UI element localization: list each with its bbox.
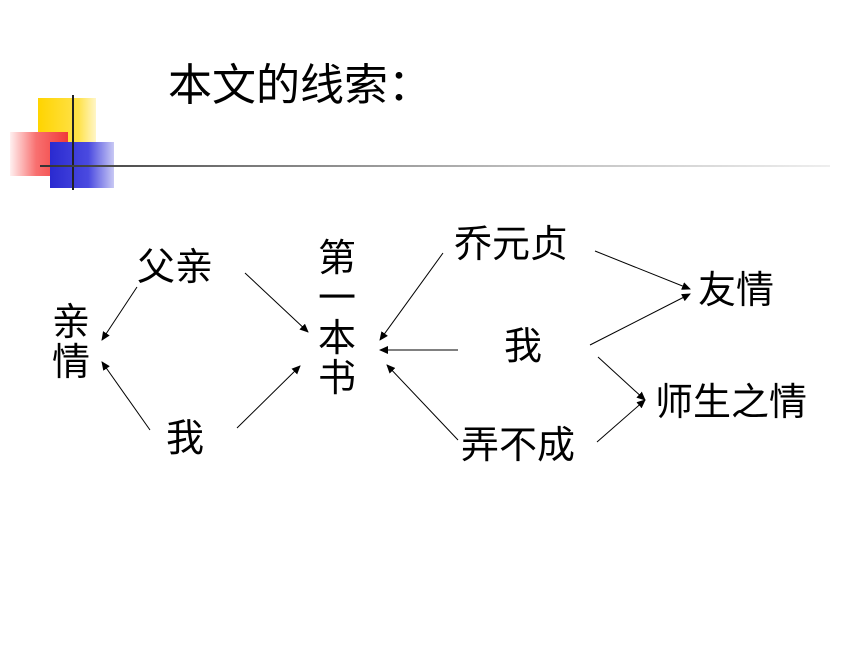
node-qinqing-char: 亲 <box>51 300 90 344</box>
node-diyibenshu: 第一本书 <box>315 238 359 398</box>
arrow-fuqin-to-qinqing <box>101 286 138 341</box>
arrow-nongbucheng-to-book <box>386 364 459 441</box>
node-fuqin: 父亲 <box>137 245 214 289</box>
node-qiaoyuanzhen: 乔元贞 <box>454 222 569 266</box>
node-wo-mid: 我 <box>504 324 543 368</box>
node-wo-left: 我 <box>166 416 205 460</box>
node-diyibenshu-char: 一 <box>317 276 356 320</box>
page-title: 本文的线索： <box>168 60 432 111</box>
node-diyibenshu-char: 书 <box>317 356 356 400</box>
arrow-womid-to-shisheng <box>597 356 646 401</box>
arrow-fuqin-to-book <box>244 272 309 333</box>
node-youqing: 友情 <box>698 268 775 312</box>
node-diyibenshu-char: 本 <box>317 316 356 360</box>
arrow-wo-to-book <box>236 365 301 429</box>
arrow-womid-to-youqing <box>589 293 691 346</box>
node-qinqing: 亲情 <box>49 302 93 382</box>
arrow-nongbucheng-to-shisheng <box>596 399 646 443</box>
decor-horizontal-rule <box>40 165 830 167</box>
node-diyibenshu-char: 第 <box>317 236 356 280</box>
node-nongbucheng: 弄不成 <box>461 423 576 467</box>
arrow-qiaoyuanzhen-to-youqing <box>594 250 691 290</box>
decor-vertical-line <box>72 95 74 190</box>
arrow-wo-to-qinqing <box>101 361 151 431</box>
arrow-qiaoyuanzhen-to-book <box>379 252 444 341</box>
node-qinqing-char: 情 <box>51 340 90 384</box>
node-shishengzhiqing: 师生之情 <box>655 380 808 424</box>
